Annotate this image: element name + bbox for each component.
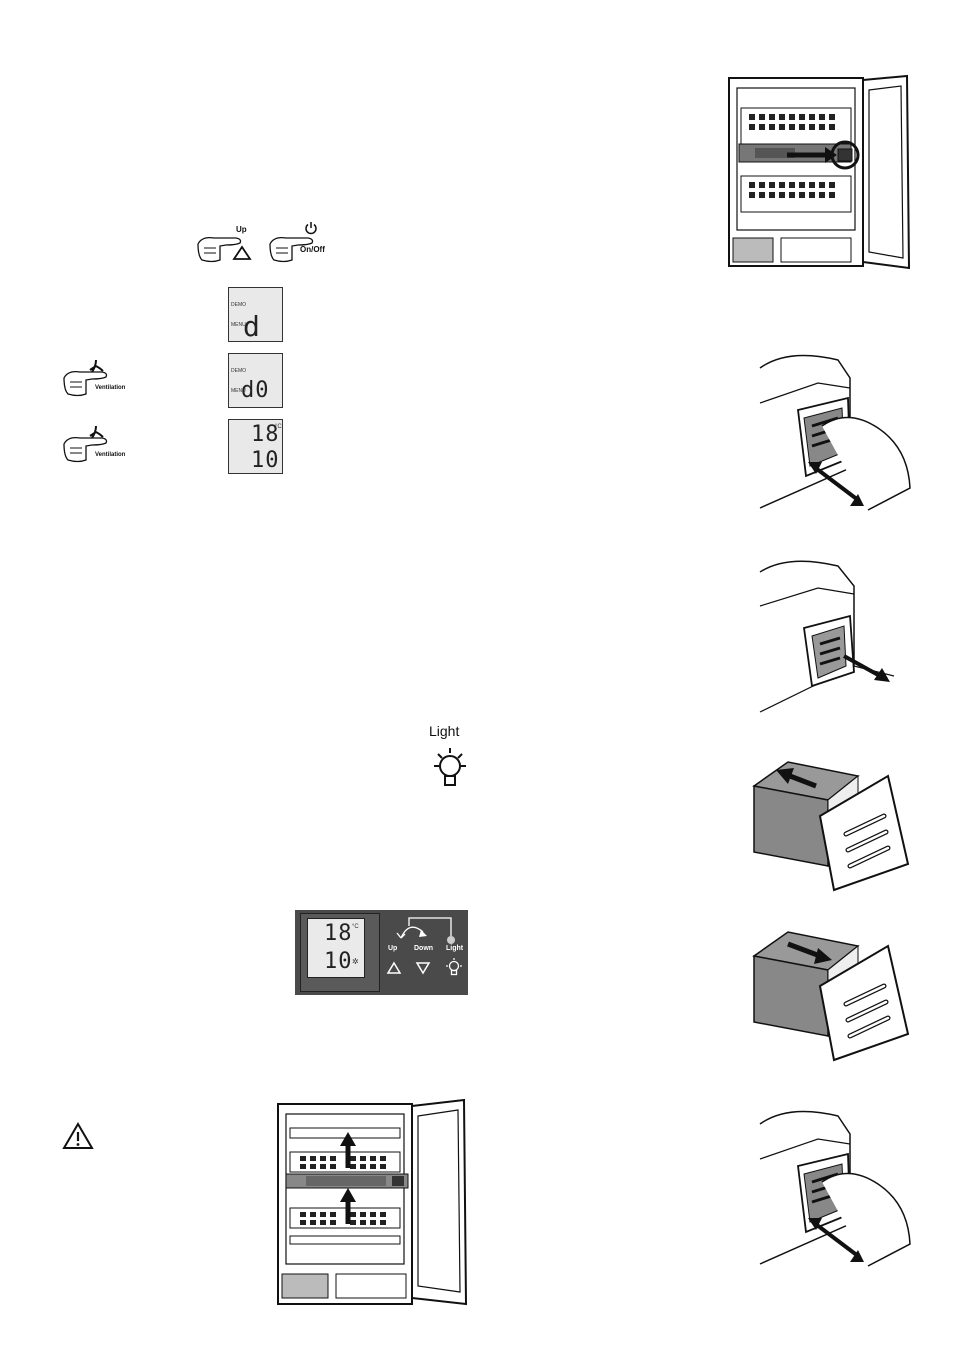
display-d: DEMO MENU d [228,287,283,342]
filter-cartridge-illustration-1 [748,756,910,891]
grille-hand-illustration-1 [758,348,910,510]
display-d0: DEMO MENU d0 [228,353,283,408]
power-icon[interactable] [304,221,318,235]
warning-icon [62,1122,94,1150]
filter-cartridge-illustration-2 [748,926,910,1061]
light-bulb-icon[interactable] [446,958,462,976]
display-d-value: d [243,310,261,343]
up-triangle-icon[interactable] [233,246,251,260]
light-label: Light [429,724,459,738]
display-temp-bottom: 10 [251,448,280,473]
panel-display: 18 °C 10 ✲ [307,918,365,978]
panel-connector-arrows [387,916,463,946]
fridge-illustration-bottom [276,1098,468,1306]
ventilation-label-2: Ventilation [95,452,125,458]
panel-up-label: Up [388,945,397,952]
fan-icon[interactable] [88,358,104,374]
grille-removal-illustration [758,556,908,716]
light-bulb-icon[interactable] [432,746,468,788]
control-panel: 18 °C 10 ✲ Up Down Light [295,910,468,995]
panel-temp-bottom: 10 [324,949,353,974]
display-d0-value: d0 [241,378,270,403]
fridge-illustration-top [725,72,911,272]
panel-temp-top: 18 [324,921,353,946]
grille-hand-illustration-2 [758,1104,910,1266]
up-triangle-icon[interactable] [387,962,401,974]
panel-down-label: Down [414,945,433,952]
panel-light-label: Light [446,945,463,952]
down-triangle-icon[interactable] [416,962,430,974]
ventilation-label-1: Ventilation [95,385,125,391]
up-label: Up [236,226,247,234]
panel-light-indicator-icon: ✲ [352,957,359,966]
onoff-label: On/Off [300,246,325,254]
fan-icon[interactable] [88,424,104,440]
display-temps: 18 °C 10 [228,419,283,474]
